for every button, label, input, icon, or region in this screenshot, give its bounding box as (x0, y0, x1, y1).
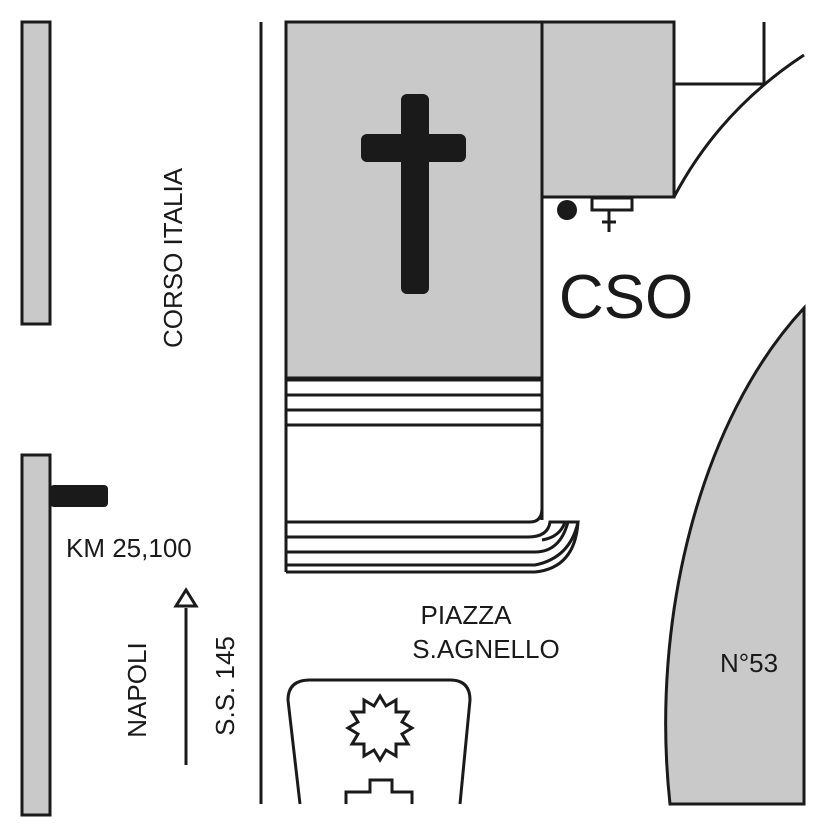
building-left-top (20, 20, 52, 326)
building-n53 (664, 304, 806, 806)
building-top-right (540, 20, 805, 199)
km-marker-label: KM 25,100 (66, 533, 192, 563)
square-label-line1: PIAZZA (420, 600, 512, 630)
km-marker-post (50, 485, 108, 507)
monument (286, 678, 472, 805)
square-label-line2: S.AGNELLO (412, 634, 559, 664)
location-dot-icon (557, 200, 577, 220)
latin-cross-icon (361, 94, 466, 294)
street-label: CORSO ITALIA (158, 167, 188, 348)
building-left-bottom (20, 453, 52, 817)
direction-label: NAPOLI (122, 642, 152, 737)
north-arrow-icon (173, 587, 199, 765)
marker-code-label: CSO (559, 263, 693, 332)
sun-burst-icon (345, 693, 415, 763)
road-label: S.S. 145 (210, 636, 240, 736)
church-stairs (286, 378, 580, 574)
house-number-label: N°53 (720, 648, 778, 678)
hydrant-icon (590, 196, 634, 232)
monument-base (344, 778, 414, 804)
